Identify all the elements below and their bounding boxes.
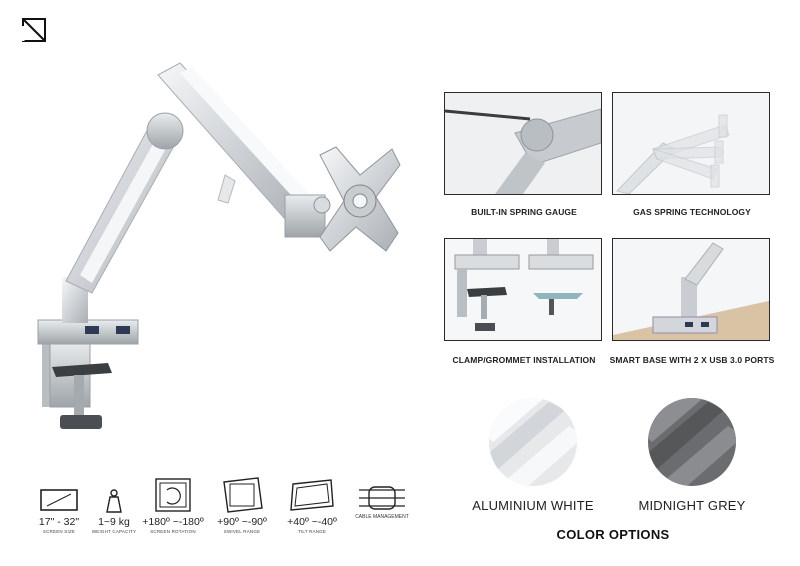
smart-base-thumbnail — [612, 238, 770, 341]
weight-icon — [106, 489, 122, 513]
spec-swivel: +90º ~-90º SWIVEL RANGE — [210, 476, 274, 534]
swatch-label: ALUMINIUM WHITE — [472, 498, 594, 513]
thumbnail-caption: GAS SPRING TECHNOLOGY — [633, 207, 751, 217]
spec-value: +180º ~-180º — [142, 516, 204, 528]
spec-cable: CABLE MANAGEMENT — [350, 484, 414, 521]
spec-value: 17" - 32" — [38, 516, 80, 528]
brand-logo — [21, 18, 46, 42]
thumbnail-caption: CLAMP/GROMMET INSTALLATION — [452, 355, 596, 365]
spec-label: SWIVEL RANGE — [223, 529, 261, 534]
spec-label: CABLE MANAGEMENT — [355, 514, 409, 520]
midnight-grey-swatch — [648, 398, 736, 486]
spec-label: SCREEN ROTATION — [150, 529, 196, 534]
cable-icon — [359, 486, 405, 510]
spec-value: +90º ~-90º — [217, 516, 267, 528]
monitor-arm-product-image — [37, 62, 401, 429]
thumbnail-caption: BUILT-IN SPRING GAUGE — [471, 207, 577, 217]
spec-rotation: +180º ~-180º SCREEN ROTATION — [140, 476, 206, 534]
spec-value: 1~9 kg — [98, 516, 130, 528]
screen-size-icon — [40, 489, 78, 511]
spec-label: TILT RANGE — [297, 529, 327, 534]
tilt-icon — [290, 479, 334, 511]
rotation-icon — [155, 478, 191, 512]
spec-screen-size: 17" - 32" SCREEN SIZE — [30, 488, 88, 534]
thumbnail-caption: SMART BASE WITH 2 X USB 3.0 PORTS — [609, 355, 775, 365]
color-options-title: COLOR OPTIONS — [556, 527, 670, 542]
spec-tilt: +40º ~-40º TILT RANGE — [280, 476, 344, 534]
spec-label: SCREEN SIZE — [42, 529, 76, 534]
spring-gauge-thumbnail — [444, 92, 602, 195]
spec-value: +40º ~-40º — [287, 516, 337, 528]
aluminium-white-swatch — [489, 398, 577, 486]
clamp-grommet-thumbnail — [444, 238, 602, 341]
gas-spring-thumbnail — [612, 92, 770, 195]
swatch-label: MIDNIGHT GREY — [638, 498, 746, 513]
spec-label: WEIGHT CAPACITY — [91, 529, 137, 534]
spec-weight: 1~9 kg WEIGHT CAPACITY — [88, 488, 140, 534]
swivel-icon — [223, 477, 263, 513]
